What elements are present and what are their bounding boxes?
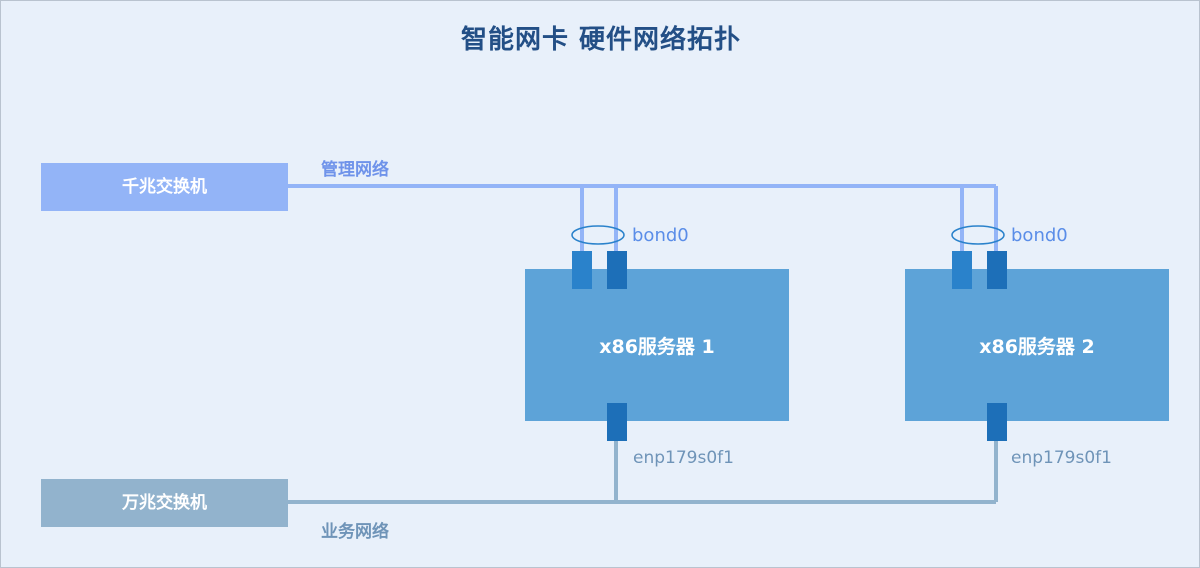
diagram-title: 智能网卡 硬件网络拓扑 (460, 25, 742, 55)
server-2-bond-label: bond0 (1011, 225, 1068, 246)
bond-ellipse-server-2 (951, 225, 1005, 245)
bond-ellipse-server-1 (571, 225, 625, 245)
management-network-label: 管理网络 (321, 160, 389, 180)
server-2-label: x86服务器 2 (979, 336, 1095, 358)
business-network-lines (288, 441, 998, 504)
server-2-iface-label: enp179s0f1 (1011, 448, 1112, 468)
server-1-label: x86服务器 1 (599, 336, 715, 358)
server-1-iface-label: enp179s0f1 (633, 448, 734, 468)
server-1-bond-label: bond0 (632, 225, 689, 246)
business-network-label: 业务网络 (321, 522, 389, 542)
server-1: x86服务器 1 (525, 269, 789, 421)
server-2-mgmt-port-1 (952, 251, 972, 289)
server-1-data-port (607, 403, 627, 441)
ten-gigabit-switch: 万兆交换机 (41, 479, 288, 527)
gigabit-switch: 千兆交换机 (41, 163, 288, 211)
server-1-mgmt-port-1 (572, 251, 592, 289)
server-2-mgmt-port-2 (987, 251, 1007, 289)
server-1-mgmt-port-2 (607, 251, 627, 289)
management-network-lines (288, 184, 998, 253)
server-2: x86服务器 2 (905, 269, 1169, 421)
server-2-data-port (987, 403, 1007, 441)
